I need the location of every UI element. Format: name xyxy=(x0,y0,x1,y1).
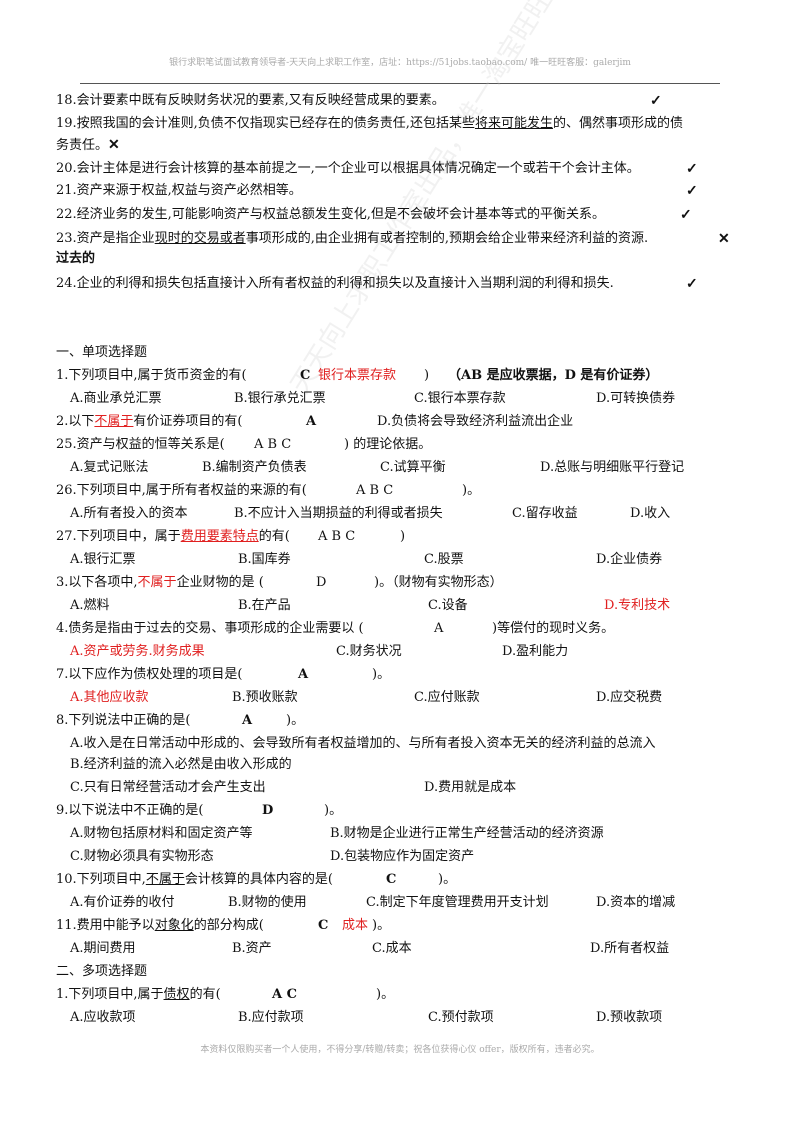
q3-answer: D xyxy=(316,575,327,590)
cross-icon: ✕ xyxy=(718,231,730,247)
q1-stem: 1.下列项目中,属于货币资金的有( xyxy=(56,368,247,383)
q2-answer: A xyxy=(306,414,317,429)
section-multi-choice: 二、多项选择题 xyxy=(56,964,148,979)
m1-answer: A C xyxy=(272,987,297,1002)
header-rule xyxy=(80,83,720,84)
q4-answer: A xyxy=(434,621,444,636)
q4-stem: 4.债务是指由于过去的交易、事项形成的企业需要以 ( xyxy=(56,621,364,636)
q11-answer: C xyxy=(318,918,329,933)
q1-answer-note: 银行本票存款 xyxy=(318,368,397,383)
judge-18: 18.会计要素中既有反映财务状况的要素,又有反映经营成果的要素。 xyxy=(56,93,445,108)
q2-stem: 2.以下不属于有价证券项目的有( xyxy=(56,414,243,429)
cross-icon: ✕ xyxy=(108,137,120,153)
judge-22: 22.经济业务的发生,可能影响资产与权益总额发生变化,但是不会破坏会计基本等式的… xyxy=(56,207,605,222)
q26-answer: A B C xyxy=(356,483,394,498)
judge-23: 23.资产是指企业现时的交易或者事项形成的,由企业拥有或者控制的,预期会给企业带… xyxy=(56,231,649,246)
q11-stem: 11.费用中能予以对象化的部分构成( xyxy=(56,918,264,933)
q26-stem: 26.下列项目中,属于所有者权益的来源的有( xyxy=(56,483,307,498)
check-icon: ✓ xyxy=(680,207,692,223)
section-single-choice: 一、单项选择题 xyxy=(56,345,148,360)
q25-stem: 25.资产与权益的恒等关系是( xyxy=(56,437,225,452)
judge-24: 24.企业的利得和损失包括直接计入所有者权益的利得和损失以及直接计入当期利润的利… xyxy=(56,276,614,291)
q7-answer: A xyxy=(298,667,309,682)
judge-19: 19.按照我国的会计准则,负债不仅指现实已经存在的债务责任,还包括某些将来可能发… xyxy=(56,116,683,131)
q3-stem: 3.以下各项中,不属于企业财物的是 ( xyxy=(56,575,264,590)
m1-stem: 1.下列项目中,属于债权的有( xyxy=(56,987,221,1002)
check-icon: ✓ xyxy=(686,276,698,292)
q10-stem: 10.下列项目中,不属于会计核算的具体内容的是( xyxy=(56,872,333,887)
q8-stem: 8.下列说法中正确的是( xyxy=(56,713,191,728)
check-icon: ✓ xyxy=(650,93,662,109)
judge-23-correction: 过去的 xyxy=(56,251,96,266)
q25-answer: A B C xyxy=(254,437,292,452)
check-icon: ✓ xyxy=(686,161,698,177)
q8-answer: A xyxy=(242,713,253,728)
check-icon: ✓ xyxy=(686,183,698,199)
page-footer: 本资料仅限购买者一个人使用，不得分享/转赠/转卖；祝各位获得心仪 offer，版… xyxy=(200,1045,600,1055)
q10-answer: C xyxy=(386,872,397,887)
judge-20: 20.会计主体是进行会计核算的基本前提之一,一个企业可以根据具体情况确定一个或若… xyxy=(56,161,640,176)
page-header: 银行求职笔试面试教育领导者-天天向上求职工作室，店址：https://51job… xyxy=(169,58,631,68)
q27-stem: 27.下列项目中，属于费用要素特点的有( xyxy=(56,529,290,544)
judge-21: 21.资产来源于权益,权益与资产必然相等。 xyxy=(56,183,302,198)
judge-19-cont: 务责任。✕ xyxy=(56,137,120,153)
q9-stem: 9.以下说法中不正确的是( xyxy=(56,803,204,818)
q1-note: （AB 是应收票据，D 是有价证券） xyxy=(448,368,659,383)
q7-stem: 7.以下应作为债权处理的项目是( xyxy=(56,667,243,682)
q9-answer: D xyxy=(262,803,274,818)
q27-answer: A B C xyxy=(318,529,356,544)
q1-answer: C xyxy=(300,368,311,383)
